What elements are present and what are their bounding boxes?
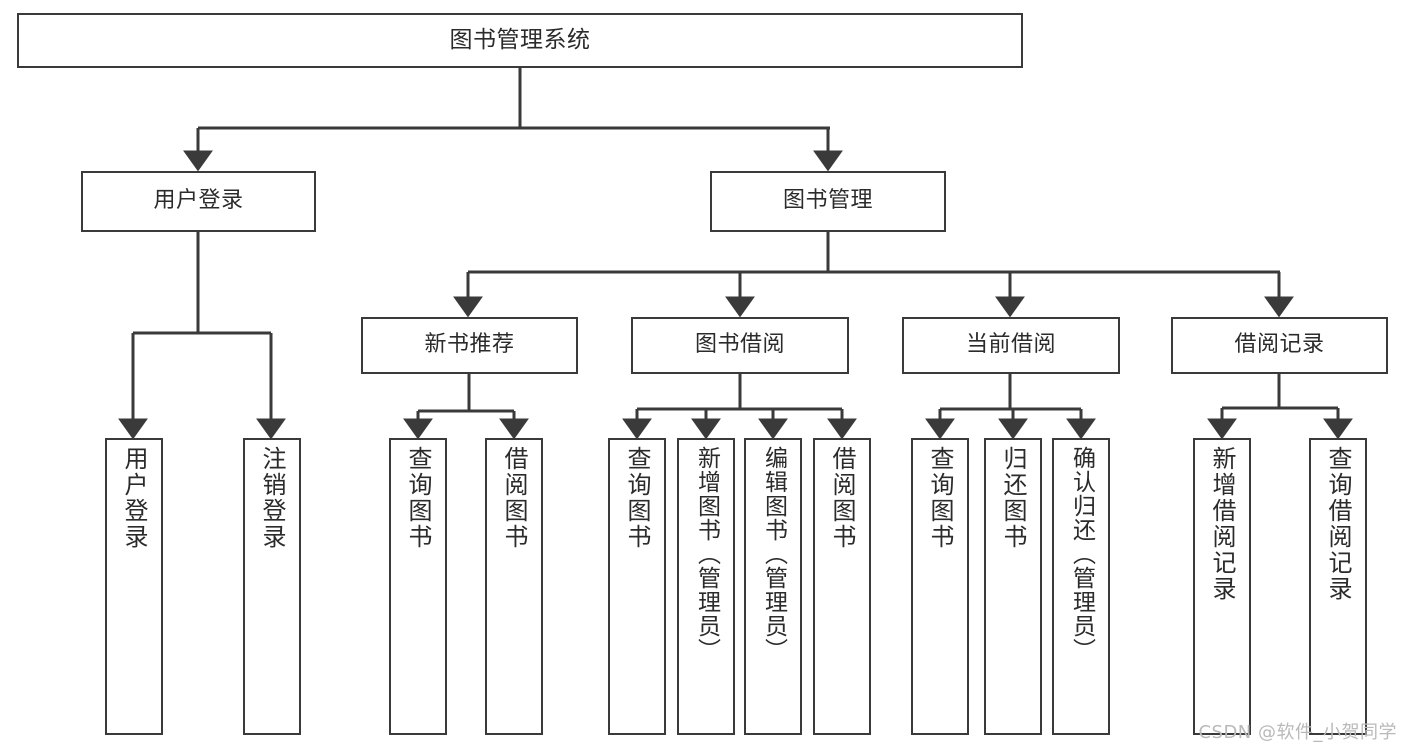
node-leaf-add-book-label: 新增图书（管理员） (693, 446, 720, 662)
node-book-manage[interactable]: 图书管理 (710, 171, 946, 232)
node-book-borrow[interactable]: 图书借阅 (631, 317, 849, 374)
node-borrow-record-label: 借阅记录 (1234, 332, 1325, 358)
node-leaf-user-logout[interactable]: 注销登录 (243, 438, 301, 735)
node-borrow-record[interactable]: 借阅记录 (1171, 317, 1388, 374)
node-leaf-user-login[interactable]: 用户登录 (105, 438, 163, 735)
node-leaf-confirm-return[interactable]: 确认归还（管理员） (1052, 438, 1110, 735)
node-book-manage-label: 图书管理 (782, 188, 873, 214)
node-leaf-return-book-label: 归还图书 (999, 446, 1027, 550)
node-leaf-query-record-label: 查询借阅记录 (1324, 446, 1352, 602)
node-leaf-confirm-return-label: 确认归还（管理员） (1068, 446, 1095, 662)
node-leaf-query-book-rec[interactable]: 查询图书 (389, 438, 447, 735)
node-new-book-rec-label: 新书推荐 (424, 332, 515, 358)
node-leaf-query-book-borrow-label: 查询图书 (623, 446, 651, 550)
node-leaf-borrow-book-rec-label: 借阅图书 (500, 446, 528, 550)
node-leaf-query-book-cur-label: 查询图书 (926, 446, 954, 550)
node-user-login-label: 用户登录 (153, 188, 244, 214)
node-leaf-return-book[interactable]: 归还图书 (984, 438, 1042, 735)
node-current-borrow[interactable]: 当前借阅 (902, 317, 1120, 374)
node-leaf-query-record[interactable]: 查询借阅记录 (1309, 438, 1367, 735)
node-leaf-borrow-book[interactable]: 借阅图书 (813, 438, 871, 735)
node-root-label: 图书管理系统 (449, 26, 591, 53)
node-root[interactable]: 图书管理系统 (17, 13, 1023, 68)
node-leaf-add-record-label: 新增借阅记录 (1208, 446, 1236, 602)
node-leaf-query-book-rec-label: 查询图书 (404, 446, 432, 550)
node-new-book-rec[interactable]: 新书推荐 (361, 317, 578, 374)
csdn-watermark: CSDN @软件_小贺同学 (1198, 722, 1397, 743)
node-user-login[interactable]: 用户登录 (81, 171, 316, 232)
node-leaf-add-record[interactable]: 新增借阅记录 (1193, 438, 1251, 735)
node-leaf-borrow-book-rec[interactable]: 借阅图书 (485, 438, 543, 735)
node-current-borrow-label: 当前借阅 (965, 332, 1056, 358)
node-leaf-query-book-borrow[interactable]: 查询图书 (608, 438, 666, 735)
node-leaf-query-book-cur[interactable]: 查询图书 (911, 438, 969, 735)
node-leaf-edit-book[interactable]: 编辑图书（管理员） (744, 438, 802, 735)
node-leaf-user-login-label: 用户登录 (120, 446, 148, 550)
node-leaf-edit-book-label: 编辑图书（管理员） (760, 446, 787, 662)
node-leaf-user-logout-label: 注销登录 (258, 446, 286, 550)
node-leaf-add-book[interactable]: 新增图书（管理员） (677, 438, 735, 735)
node-leaf-borrow-book-label: 借阅图书 (828, 446, 856, 550)
node-book-borrow-label: 图书借阅 (694, 332, 785, 358)
